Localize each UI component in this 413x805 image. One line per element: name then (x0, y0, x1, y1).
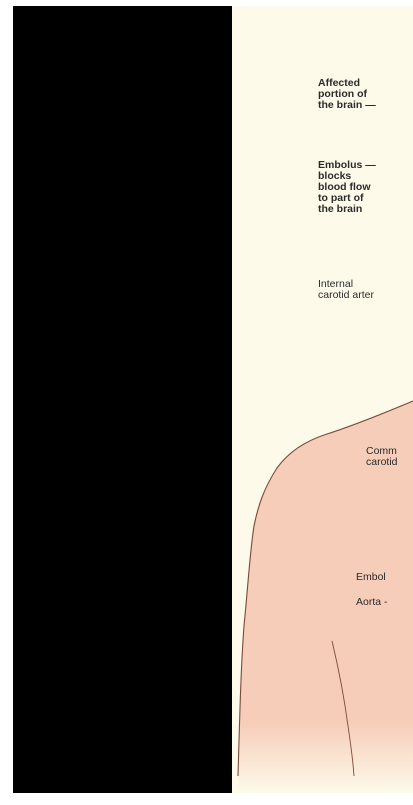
label-internal-carotid: Internal carotid arter (318, 279, 374, 301)
illustration-panel: Affected portion of the brain — Embolus … (232, 6, 413, 793)
label-affected-portion: Affected portion of the brain — (318, 78, 376, 111)
black-panel (13, 6, 232, 793)
label-embolus-lower: Embol (356, 572, 386, 583)
label-embolus-blocks: Embolus — blocks blood flow to part of t… (318, 160, 376, 215)
label-aorta: Aorta - (356, 597, 388, 608)
label-common-carotid: Comm carotid (366, 446, 398, 468)
body-illustration (232, 6, 413, 793)
